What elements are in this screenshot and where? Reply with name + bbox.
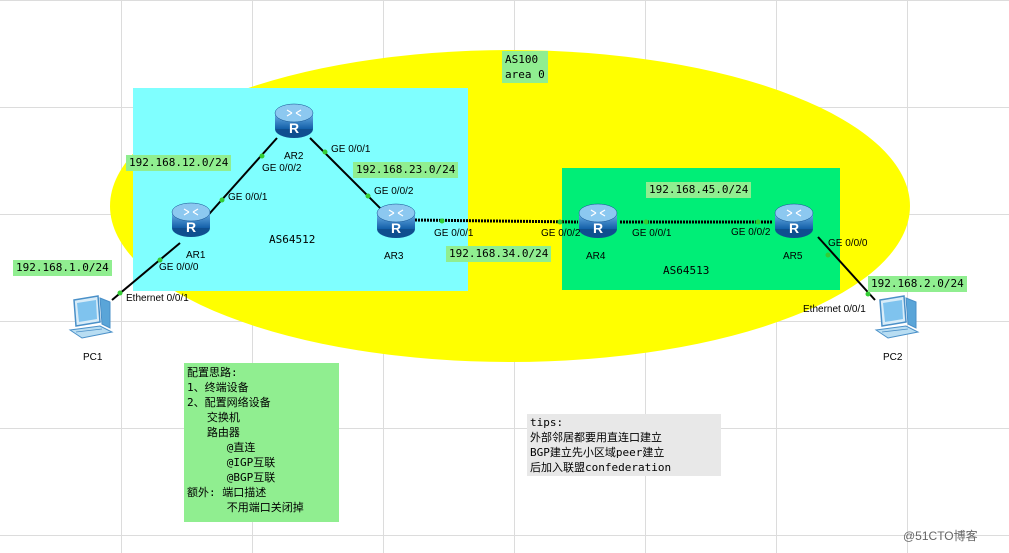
config-note: 配置思路: 1、终端设备 2、配置网络设备 交换机 路由器 @直连 @IGP互联… [184,363,339,522]
port-dot [365,193,371,199]
port-dot [439,218,445,224]
subnet-label: 192.168.2.0/24 [868,276,967,292]
note-line: @BGP互联 [187,471,276,484]
as64513-label: AS64513 [663,264,710,277]
subnet-label: 192.168.12.0/24 [126,155,232,171]
tips-line: 外部邻居都要用直连口建立 [530,431,662,444]
port-label: GE 0/0/0 [828,238,868,249]
note-line: 1、终端设备 [187,381,249,394]
pc-icon[interactable] [66,294,116,344]
port-dot [557,219,563,225]
as100-label: AS100 area 0 [502,51,548,83]
port-label: Ethernet 0/0/1 [803,304,866,315]
pc-icon[interactable] [872,294,922,344]
port-label: GE 0/0/2 [731,227,771,238]
port-label: GE 0/0/1 [331,144,371,155]
device-label-ar3: AR3 [384,251,404,262]
port-dot [117,290,123,296]
port-dot [643,219,649,225]
note-line: 交换机 [187,411,240,424]
tips-line: BGP建立先小区域peer建立 [530,446,665,459]
note-line: 2、配置网络设备 [187,396,271,409]
subnet-label: 192.168.1.0/24 [13,260,112,276]
port-label: GE 0/0/2 [374,186,414,197]
port-label: GE 0/0/1 [434,228,474,239]
port-label: GE 0/0/1 [632,228,672,239]
device-label-pc1: PC1 [83,352,103,363]
note-line: 额外: 端口描述 [187,486,267,499]
device-label-ar5: AR5 [783,251,803,262]
link-ar1-pc1 [111,242,181,301]
watermark: @51CTO博客 [903,529,978,543]
port-dot [219,197,225,203]
tips-line: 后加入联盟confederation [530,461,672,474]
subnet-label: 192.168.34.0/24 [446,246,552,262]
note-line: 路由器 [187,426,240,439]
router-icon[interactable]: R [170,198,212,240]
note-line: @直连 [187,441,256,454]
svg-text:R: R [789,220,799,236]
note-line: 配置思路: [187,366,238,379]
subnet-label: 192.168.23.0/24 [353,162,459,178]
router-icon[interactable]: R [773,199,815,241]
port-label: GE 0/0/1 [228,192,268,203]
link-ar2-ar3 [309,137,386,214]
subnet-label: 192.168.45.0/24 [646,182,752,198]
note-line: @IGP互联 [187,456,276,469]
svg-text:R: R [289,120,299,136]
as100-area: area 0 [505,68,545,81]
router-icon[interactable]: R [375,199,417,241]
note-line: 不用端口关闭掉 [187,501,304,514]
device-label-ar2: AR2 [284,151,304,162]
router-icon[interactable]: R [577,199,619,241]
port-dot [865,291,871,297]
as64512-label: AS64512 [269,233,316,246]
port-label: GE 0/0/0 [159,262,199,273]
port-label: GE 0/0/2 [541,228,581,239]
device-label-ar1: AR1 [186,250,206,261]
port-label: GE 0/0/2 [262,163,302,174]
device-label-pc2: PC2 [883,352,903,363]
port-dot [755,219,761,225]
svg-text:R: R [593,220,603,236]
link-ar5-pc2 [817,236,876,301]
link-ar1-ar2 [201,137,278,223]
as100-name: AS100 [505,53,539,66]
port-dot [157,257,163,263]
port-label: Ethernet 0/0/1 [126,293,189,304]
device-label-ar4: AR4 [586,251,606,262]
tips-note: tips: 外部邻居都要用直连口建立 BGP建立先小区域peer建立 后加入联盟… [527,414,721,476]
tips-line: tips: [530,416,564,429]
port-dot [322,149,328,155]
svg-text:R: R [391,220,401,236]
router-icon[interactable]: R [273,99,315,141]
port-dot [259,153,265,159]
svg-text:R: R [186,219,196,235]
port-dot [825,252,831,258]
